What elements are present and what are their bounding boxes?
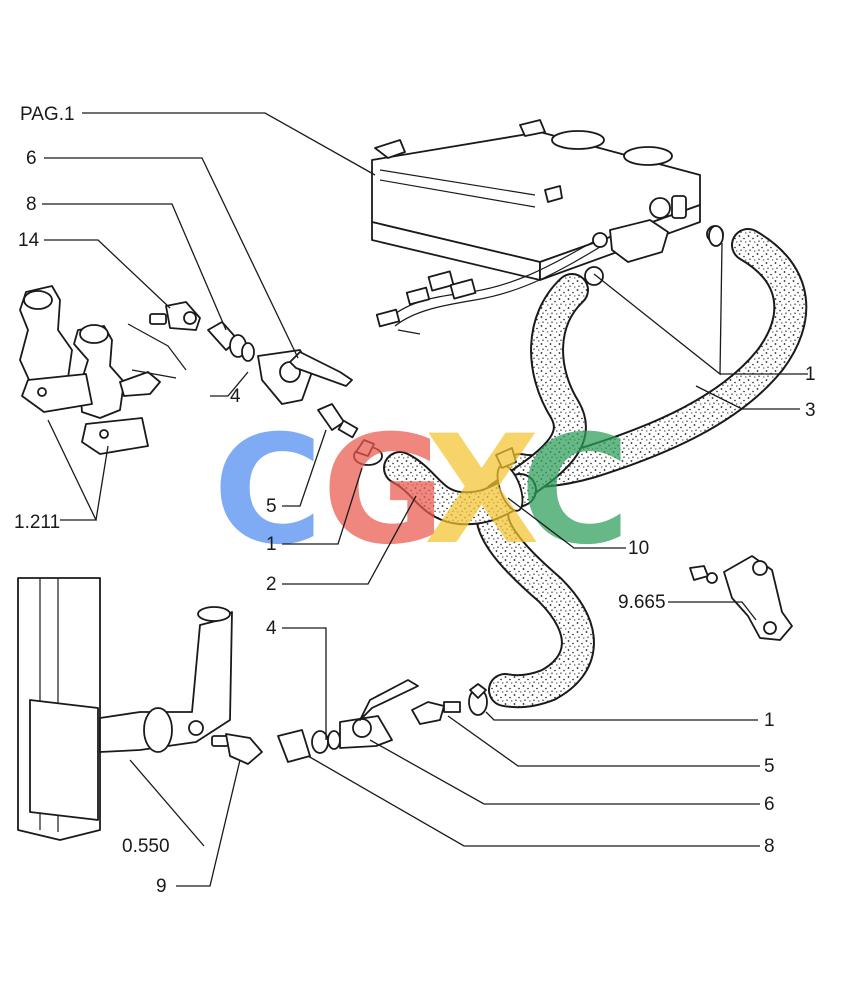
callout-8-bottom: 8	[764, 836, 775, 857]
callout-5-bottom: 5	[764, 756, 775, 777]
bracket-9665	[689, 555, 793, 641]
wiring-harness	[375, 237, 606, 335]
callout-8-top: 8	[26, 194, 37, 215]
outlet-pipe-0550	[99, 606, 233, 753]
callout-pag1: PAG.1	[20, 104, 75, 125]
engine-flange-assembly	[19, 285, 187, 455]
union-nut-8-bottom	[277, 729, 341, 763]
radiator-block	[17, 577, 101, 841]
callout-6-bottom: 6	[764, 794, 775, 815]
hose-clamp-mid	[353, 439, 383, 466]
nipple-5-bottom	[411, 701, 461, 725]
hose-bracket-10	[495, 447, 524, 512]
hose-clamp-top	[708, 225, 724, 247]
callout-labels: PAG.1 6 8 14 4 1 3 5 1 10 2 1.211 9.665 …	[14, 104, 816, 897]
elbow-fitting-14	[149, 301, 201, 331]
callout-1-bottom: 1	[764, 710, 775, 731]
callout-14: 14	[18, 230, 40, 251]
callout-4-top: 4	[230, 386, 241, 407]
watermark-letter-c2: C	[520, 404, 630, 578]
hose-long	[475, 273, 595, 709]
callout-3: 3	[805, 400, 816, 421]
watermark-logo: C G X C	[213, 404, 630, 578]
callout-1-mid: 1	[266, 534, 277, 555]
shut-off-valve-6-top	[257, 349, 353, 405]
hose-clamp-bottom	[468, 683, 488, 716]
callout-9665: 9.665	[618, 592, 666, 613]
callout-4-bottom: 4	[266, 618, 277, 639]
callout-9: 9	[156, 876, 167, 897]
callout-10: 10	[628, 538, 649, 559]
callout-0550: 0.550	[122, 836, 170, 857]
nipple-5-top	[317, 403, 359, 439]
watermark-letter-x: X	[424, 404, 540, 578]
shut-off-valve-6-bottom	[339, 679, 419, 749]
union-nut-8-top	[207, 321, 255, 362]
callout-5-top: 5	[266, 496, 277, 517]
callout-2: 2	[266, 574, 277, 595]
callout-1211: 1.211	[14, 512, 60, 533]
watermark-letter-g: G	[322, 404, 445, 578]
callout-6-top: 6	[26, 148, 37, 169]
heater-unit	[371, 119, 701, 281]
leader-lines	[42, 112, 808, 887]
callout-1-top-right: 1	[805, 364, 816, 385]
elbow-fitting-9	[211, 733, 263, 765]
